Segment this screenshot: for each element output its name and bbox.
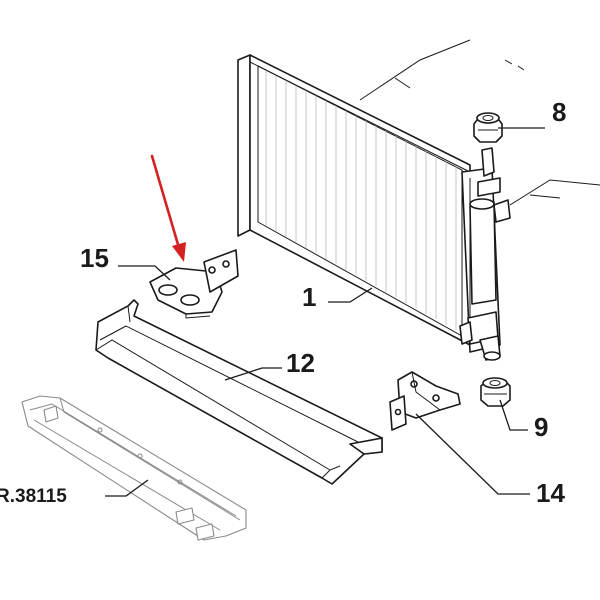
- lower-crossmember: [95, 299, 383, 485]
- callout-14: 14: [536, 478, 565, 508]
- callout-9: 9: [534, 412, 548, 442]
- radiator-core-fins: [265, 70, 457, 330]
- body-outline: [359, 39, 600, 206]
- lower-rubber-mount: [480, 377, 511, 407]
- callout-reference: R.38115: [0, 486, 67, 507]
- callout-1: 1: [302, 282, 316, 312]
- red-arrow-icon: [150, 154, 186, 262]
- callout-12: 12: [286, 348, 315, 378]
- upper-rubber-mount: [473, 112, 503, 143]
- leader-lines: [105, 127, 545, 497]
- callout-8: 8: [552, 97, 566, 127]
- reference-assembly: [21, 395, 247, 541]
- left-bracket: [149, 249, 239, 319]
- right-bracket: [389, 371, 461, 431]
- callout-15: 15: [80, 243, 109, 273]
- radiator: [237, 54, 511, 361]
